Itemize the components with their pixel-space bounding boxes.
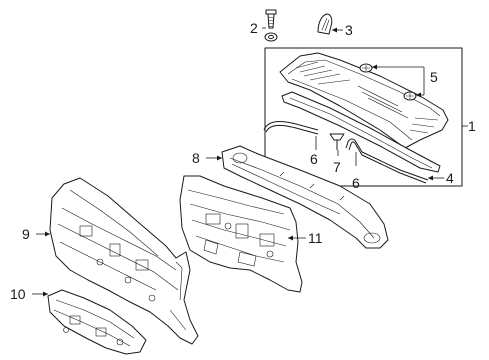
callout-labels: 1 2 3 4 5 6 6 7 8 9 10 11 [10, 20, 476, 302]
callout-6b: 6 [352, 175, 360, 191]
washer-part [264, 32, 278, 42]
cowl-top-cover [279, 52, 449, 149]
callout-7: 7 [333, 159, 341, 175]
callout-5: 5 [430, 69, 438, 85]
cowl-reinforcement [221, 145, 389, 249]
clip-part [317, 13, 333, 35]
callout-1: 1 [468, 118, 476, 134]
callout-3: 3 [345, 22, 353, 38]
grommet-part [359, 63, 373, 73]
drain-hose-part [263, 121, 319, 135]
washer-hose-part [345, 138, 429, 184]
callout-8: 8 [192, 150, 200, 166]
bulkhead-panel [49, 177, 199, 345]
grommet-part [403, 91, 417, 101]
insulator-pad [47, 289, 147, 355]
connector-part [329, 133, 345, 150]
callout-4: 4 [446, 170, 454, 186]
callout-6a: 6 [310, 151, 318, 167]
callout-9: 9 [22, 226, 30, 242]
cowl-lower-strip [281, 91, 441, 173]
dash-panel [179, 175, 303, 293]
bolt-part [265, 9, 277, 29]
callout-11: 11 [308, 230, 323, 246]
assembly-bracket-box [264, 47, 468, 187]
callout-10: 10 [10, 286, 26, 302]
callout-2: 2 [250, 20, 258, 36]
